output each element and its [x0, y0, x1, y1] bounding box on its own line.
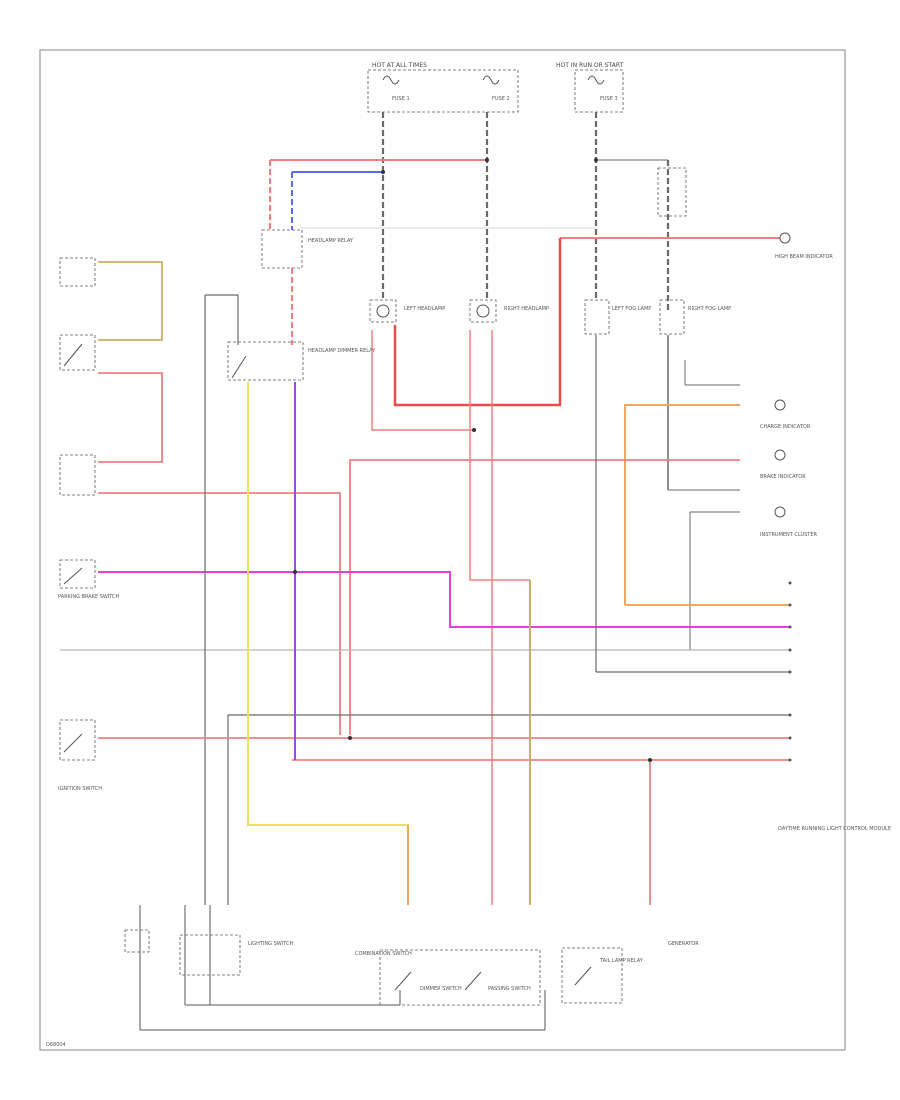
dimmer-switch-label: DIMMER SWITCH: [420, 986, 462, 992]
diagram-frame: [39, 49, 846, 1051]
fuse-feeds: [381, 112, 670, 310]
instrument-cluster-label: INSTRUMENT CLUSTER: [760, 532, 818, 538]
fuse-a-label: FUSE 1: [392, 96, 410, 102]
upper-right-switch: [657, 167, 687, 217]
fuse-symbols: [382, 75, 605, 85]
module-red-wires: [98, 737, 790, 905]
right-headlamp-label: RIGHT HEADLAMP: [504, 306, 549, 312]
high-beam-indicator-label: HIGH BEAM INDICATOR: [775, 254, 833, 260]
lighting-switch-label: LIGHTING SWITCH: [248, 941, 293, 947]
fuse-box-run-label: HOT IN RUN OR START: [556, 62, 624, 69]
fuse-b-label: FUSE 2: [492, 96, 510, 102]
indicator-block: CHARGE INDICATOR BRAKE INDICATOR INSTRUM…: [667, 335, 818, 650]
fuse-box-run: HOT IN RUN OR START FUSE 3: [556, 62, 624, 113]
module-terminals: [788, 581, 792, 762]
charge-indicator-label: CHARGE INDICATOR: [760, 424, 811, 430]
gray-bus: [60, 294, 790, 905]
fuse-box-main-label: HOT AT ALL TIMES: [372, 62, 427, 69]
bottom-returns: [140, 990, 546, 1031]
headlamp-relay: HEADLAMP RELAY: [261, 229, 354, 269]
daytime-module-label: DAYTIME RUNNING LIGHT CONTROL MODULE: [778, 826, 891, 832]
footer-code: D68004: [46, 1042, 66, 1048]
red-brake-wire: [349, 459, 740, 735]
right-fog-label: RIGHT FOG LAMP: [688, 306, 731, 312]
left-fog-lamp: LEFT FOG LAMP: [584, 299, 651, 335]
passing-switch-label: PASSING SWITCH: [488, 986, 531, 992]
headlamp-ground-loop: [371, 238, 562, 905]
left-headlamp: LEFT HEADLAMP: [369, 299, 445, 323]
tail-lamp-relay: TAIL LAMP RELAY: [561, 947, 644, 1004]
fuse-c-label: FUSE 3: [600, 96, 618, 102]
magenta-wire: [98, 571, 790, 628]
combination-switch-label: COMBINATION SWITCH: [355, 951, 412, 957]
left-fog-label: LEFT FOG LAMP: [612, 306, 651, 312]
right-headlamp: RIGHT HEADLAMP: [469, 299, 549, 323]
dimmer-relay: HEADLAMP DIMMER RELAY: [227, 341, 376, 381]
orange-wire-right: [624, 404, 740, 605]
left-switches: PARKING BRAKE SWITCH: [58, 257, 341, 735]
junction-dots: [293, 158, 652, 762]
lighting-switch: LIGHTING SWITCH: [124, 905, 293, 1030]
combination-switch: COMBINATION SWITCH DIMMER SWITCH PASSING…: [355, 949, 541, 1006]
ignition-switch: IGNITION SWITCH: [58, 719, 102, 792]
parking-brake-label: PARKING BRAKE SWITCH: [58, 594, 120, 600]
tail-lamp-relay-label: TAIL LAMP RELAY: [599, 958, 644, 964]
dimmer-relay-label: HEADLAMP DIMMER RELAY: [308, 348, 376, 354]
brake-indicator-label: BRAKE INDICATOR: [760, 474, 806, 480]
fuse-box-main: HOT AT ALL TIMES FUSE 1 FUSE 2: [367, 62, 519, 113]
headlamp-relay-feed: [269, 159, 596, 230]
ignition-switch-label: IGNITION SWITCH: [58, 786, 102, 792]
headlamp-relay-label: HEADLAMP RELAY: [308, 238, 354, 244]
right-fog-lamp: RIGHT FOG LAMP: [659, 299, 731, 335]
left-headlamp-label: LEFT HEADLAMP: [404, 306, 445, 312]
high-beam-indicator: HIGH BEAM INDICATOR: [560, 232, 833, 260]
generator-label: GENERATOR: [668, 941, 699, 947]
